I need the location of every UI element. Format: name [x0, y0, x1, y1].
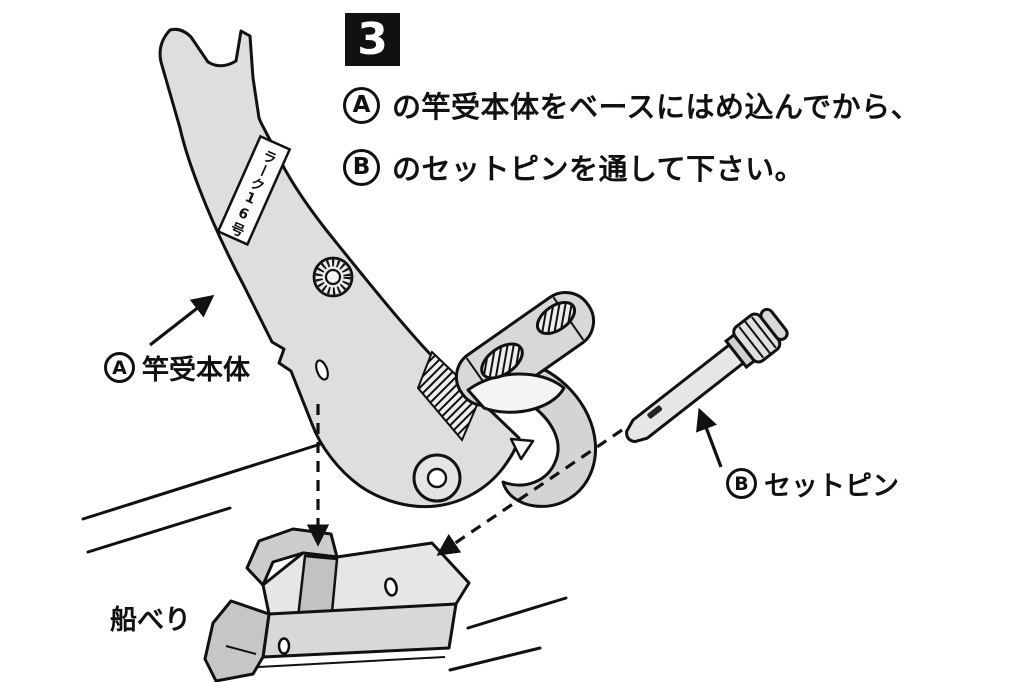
pin-grip-ridge	[744, 320, 771, 355]
instruction-text-2: のセットピンを通して下さい。	[392, 152, 805, 186]
pin-grip-ridge	[738, 326, 765, 359]
label-part-b: B セットピン	[726, 464, 899, 503]
set-pin-illustration	[625, 307, 789, 444]
base-left-flange	[203, 599, 271, 682]
label-base: 船べり	[110, 598, 191, 637]
assembly-arrows	[306, 404, 623, 556]
rod-holder-illustration: ラーク16号	[158, 27, 597, 509]
instruction-text-1: の竿受本体をベースにはめ込んでから、	[392, 90, 921, 124]
pointer-arrows	[149, 294, 723, 468]
label-b-marker: B	[726, 468, 757, 499]
bolt-head-lower	[480, 342, 524, 380]
boat-gunwale-lines	[81, 435, 568, 672]
base-bracket-illustration	[203, 527, 471, 682]
clamp-mechanism	[412, 291, 597, 508]
bolt-head-upper	[535, 300, 577, 336]
instruction-line-2: B のセットピンを通して下さい。	[343, 146, 804, 188]
pin-shaft	[625, 343, 745, 444]
marker-b-circle: B	[343, 148, 380, 186]
marker-a-circle: A	[343, 86, 380, 124]
pin-end-cap	[759, 307, 789, 342]
base-screw-hole-2	[277, 637, 291, 655]
pointer-arrow-a	[149, 294, 215, 347]
step-number-badge: 3	[345, 13, 400, 66]
label-a-text: 竿受本体	[142, 355, 250, 386]
label-base-text: 船べり	[110, 605, 191, 636]
pointer-arrow-b	[696, 407, 723, 468]
label-b-text: セットピン	[764, 471, 899, 502]
base-front-face	[261, 602, 458, 659]
adjust-knob	[312, 256, 354, 298]
base-step-line	[225, 645, 257, 655]
triangle-mark	[509, 437, 535, 461]
pin-clip-notch	[647, 405, 663, 419]
label-part-a: A 竿受本体	[104, 348, 250, 387]
base-bottom-shadow	[257, 656, 446, 668]
base-screw-hole-1	[384, 577, 398, 597]
instruction-line-1: A の竿受本体をベースにはめ込んでから、	[343, 84, 920, 126]
pin-grip-ridge	[751, 316, 777, 349]
pin-insert-arrow	[436, 428, 623, 556]
pivot-hole-center	[426, 467, 448, 489]
arm-slot-hole	[315, 359, 329, 381]
label-a-marker: A	[104, 352, 135, 383]
